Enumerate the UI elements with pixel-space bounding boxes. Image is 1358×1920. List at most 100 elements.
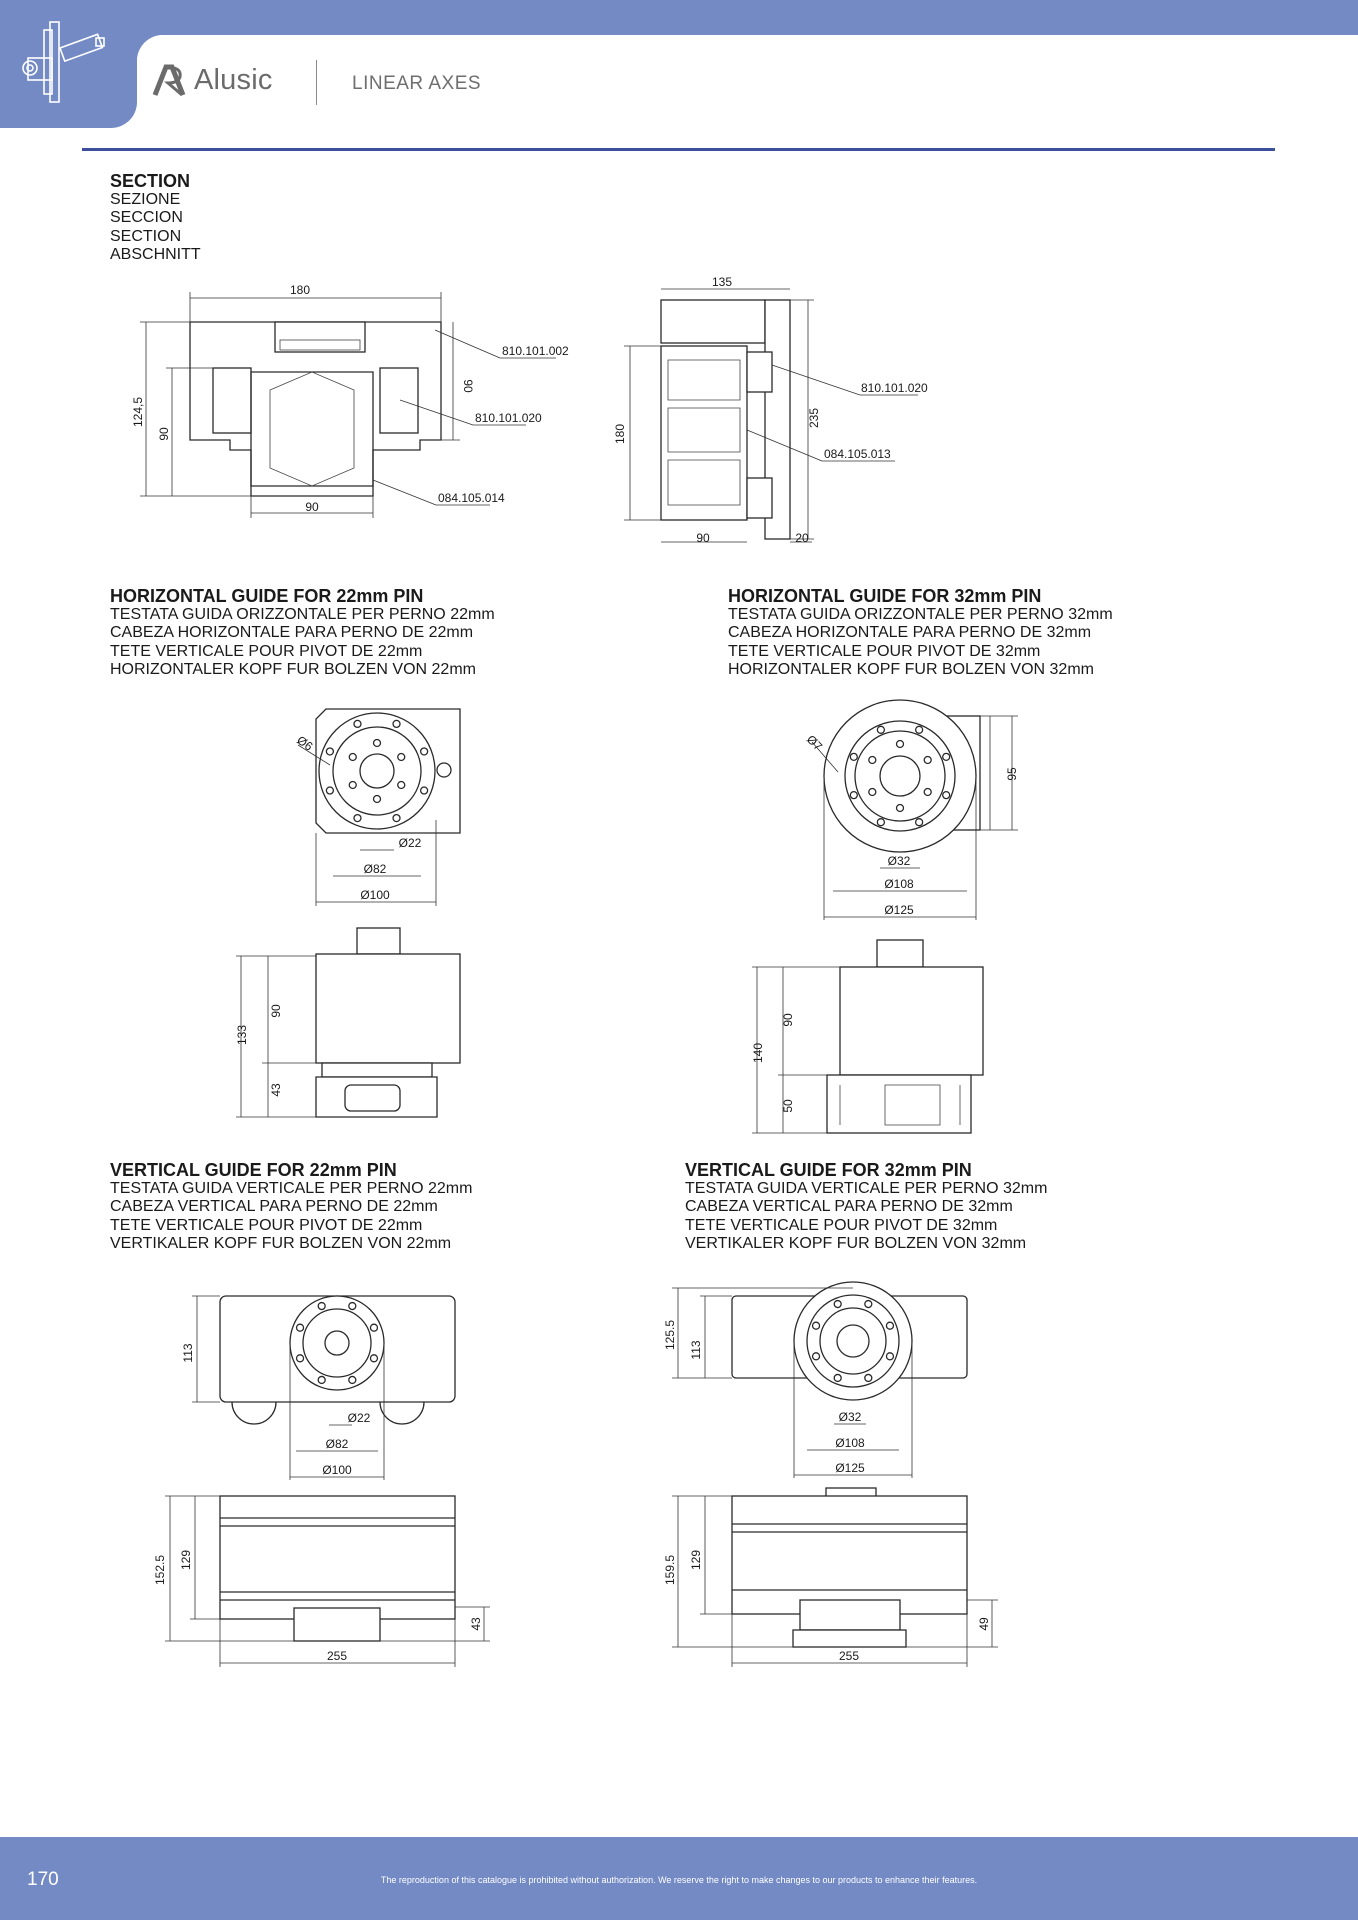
page-number: 170	[27, 1869, 59, 1890]
dim-label: 140	[751, 1043, 765, 1063]
bolt-hole	[369, 1323, 379, 1332]
dim-label: 90	[305, 500, 319, 514]
bolt-hole	[353, 719, 362, 729]
part-number: 810.101.020	[475, 411, 542, 425]
dim-label: 125.5	[663, 1320, 677, 1350]
caption-line: ABSCHNITT	[110, 246, 201, 264]
footer-band	[0, 1837, 1358, 1920]
bolt-hole	[895, 803, 905, 813]
dim-label: 180	[290, 283, 310, 297]
bolt-hole	[885, 1321, 895, 1330]
bolt-hole	[833, 1299, 842, 1309]
part-number: 810.101.002	[502, 344, 569, 358]
bolt-hole	[942, 790, 951, 800]
h32-heading: HORIZONTAL GUIDE FOR 32mm PIN	[728, 586, 1042, 606]
v32-front-view: 159.5 129 49 255	[663, 1487, 998, 1667]
caption-line: VERTIKALER KOPF FUR BOLZEN VON 32mm	[685, 1235, 1027, 1253]
v22-caption: VERTICAL GUIDE FOR 22mm PIN TESTATA GUID…	[110, 1160, 472, 1254]
bolt-hole	[849, 752, 858, 762]
bolt-hole	[325, 786, 335, 795]
dim-label: Ø100	[360, 888, 390, 902]
bolt-hole	[914, 725, 924, 734]
catalogue-section-title: LINEAR AXES	[352, 73, 482, 94]
caption-line: TETE VERTICALE POUR PIVOT DE 32mm	[728, 642, 1041, 660]
bolt-hole	[348, 1301, 357, 1311]
dim-label: Ø32	[839, 1410, 862, 1424]
dim-label: 129	[689, 1550, 703, 1570]
v32-caption: VERTICAL GUIDE FOR 32mm PIN TESTATA GUID…	[685, 1160, 1047, 1254]
bolt-hole	[868, 755, 877, 765]
bolt-hole	[372, 794, 382, 804]
caption-line: TESTATA GUIDA VERTICALE PER PERNO 22mm	[110, 1180, 473, 1197]
dim-label: Ø22	[348, 1411, 371, 1425]
section-drawing-right: 135 180 235 90 20 810.101.020 084.105.01…	[613, 275, 928, 545]
linear-axis-icon	[22, 21, 105, 103]
h32-top-view: Ø7 95 Ø32 Ø108 Ø125	[804, 699, 1019, 920]
bolt-hole	[295, 1323, 305, 1332]
h32-side-view: 140 90 50	[751, 939, 984, 1134]
bolt-hole	[864, 1373, 873, 1383]
bolt-hole	[876, 818, 886, 827]
alusic-logo-icon	[152, 64, 186, 97]
v32-top-view: 125.5 113 Ø32 Ø108 Ø125	[663, 1281, 968, 1478]
dim-label: 90	[157, 427, 171, 441]
header-rule	[82, 148, 1275, 151]
bolt-hole	[369, 1354, 379, 1363]
bolt-hole	[397, 780, 406, 790]
bolt-hole	[295, 1354, 305, 1363]
dim-label: 133	[235, 1025, 249, 1045]
caption-line: SEZIONE	[110, 191, 181, 208]
dim-label: Ø7	[804, 732, 825, 753]
section-heading: SECTION	[110, 171, 191, 191]
bolt-hole	[811, 1352, 821, 1361]
dim-label: Ø125	[884, 903, 914, 917]
dim-label: Ø108	[884, 877, 914, 891]
bolt-hole	[317, 1375, 326, 1385]
bolt-hole	[392, 719, 401, 729]
bolt-hole	[849, 790, 858, 800]
dim-label: 90	[781, 1013, 795, 1027]
bolt-hole	[811, 1321, 821, 1330]
dim-label: 90	[696, 531, 710, 545]
h32-caption: HORIZONTAL GUIDE FOR 32mm PIN TESTATA GU…	[728, 586, 1113, 680]
caption-line: CABEZA HORIZONTALE PARA PERNO DE 32mm	[728, 624, 1092, 642]
bolt-hole	[895, 739, 905, 749]
v22-heading: VERTICAL GUIDE FOR 22mm PIN	[110, 1160, 397, 1180]
dim-label: Ø82	[364, 862, 387, 876]
dim-label: 90	[269, 1004, 283, 1018]
dim-label: Ø6	[294, 733, 315, 754]
bolt-hole	[868, 787, 877, 797]
caption-line: TESTATA GUIDA ORIZZONTALE PER PERNO 32mm	[728, 606, 1113, 623]
brand-name: Alusic	[194, 63, 273, 96]
caption-line: HORIZONTALER KOPF FUR BOLZEN VON 22mm	[110, 661, 476, 679]
dim-label: Ø32	[888, 854, 911, 868]
header-tab	[137, 35, 1358, 135]
dim-label: 159.5	[663, 1555, 677, 1585]
header-divider	[316, 60, 317, 105]
bolt-hole	[833, 1373, 842, 1383]
dim-label: 135	[712, 275, 732, 289]
bolt-hole	[923, 755, 932, 765]
caption-line: TESTATA GUIDA ORIZZONTALE PER PERNO 22mm	[110, 606, 495, 623]
dim-label: 235	[807, 408, 821, 428]
v32-heading: VERTICAL GUIDE FOR 32mm PIN	[685, 1160, 972, 1180]
dim-label: 95	[1005, 767, 1019, 781]
dim-label: 113	[181, 1343, 195, 1362]
part-number: 810.101.020	[861, 381, 928, 395]
bolt-hole	[348, 1375, 357, 1385]
v22-front-view: 152.5 129 43 255	[153, 1495, 490, 1667]
caption-line: CABEZA VERTICAL PARA PERNO DE 22mm	[110, 1198, 438, 1216]
caption-line: CABEZA HORIZONTALE PARA PERNO DE 22mm	[110, 624, 474, 642]
v22-top-view: 113 Ø22 Ø82 Ø100	[181, 1295, 456, 1480]
h22-caption: HORIZONTAL GUIDE FOR 22mm PIN TESTATA GU…	[110, 586, 495, 680]
bolt-hole	[325, 747, 335, 756]
caption-line: CABEZA VERTICAL PARA PERNO DE 32mm	[685, 1198, 1013, 1216]
bolt-hole	[348, 752, 357, 762]
brand-logo: Alusic	[152, 63, 273, 97]
dim-label: 129	[179, 1550, 193, 1570]
dim-label: 43	[469, 1617, 483, 1631]
bolt-hole	[914, 818, 924, 827]
dim-label: 43	[269, 1083, 283, 1097]
bolt-hole	[923, 787, 932, 797]
